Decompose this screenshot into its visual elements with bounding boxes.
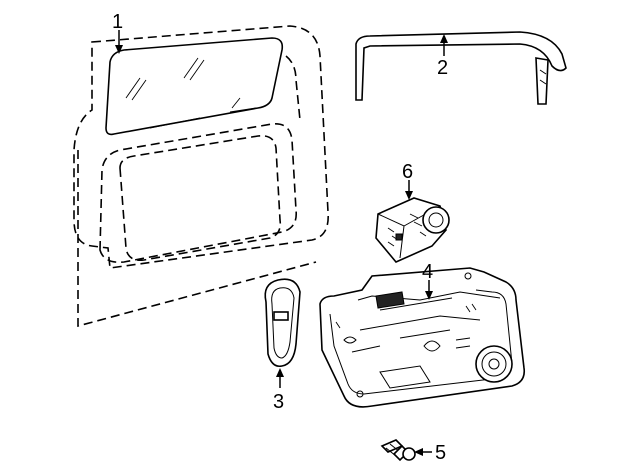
callout-3: 3 — [273, 391, 284, 413]
callout-5: 5 — [435, 442, 446, 464]
leader-lines — [115, 30, 448, 456]
callout-1: 1 — [112, 11, 123, 33]
callout-2: 2 — [437, 57, 448, 79]
glass-run-channel — [355, 31, 567, 105]
callout-labels: 1 2 6 4 3 5 — [112, 11, 448, 464]
window-regulator-module — [319, 267, 526, 408]
door-shell-outline — [73, 25, 329, 328]
callout-6: 6 — [402, 161, 413, 183]
access-hole-cover — [264, 278, 301, 368]
window-motor — [375, 197, 450, 263]
callout-4: 4 — [422, 261, 433, 283]
door-glass — [105, 37, 284, 136]
push-pin-retainer — [380, 439, 416, 462]
